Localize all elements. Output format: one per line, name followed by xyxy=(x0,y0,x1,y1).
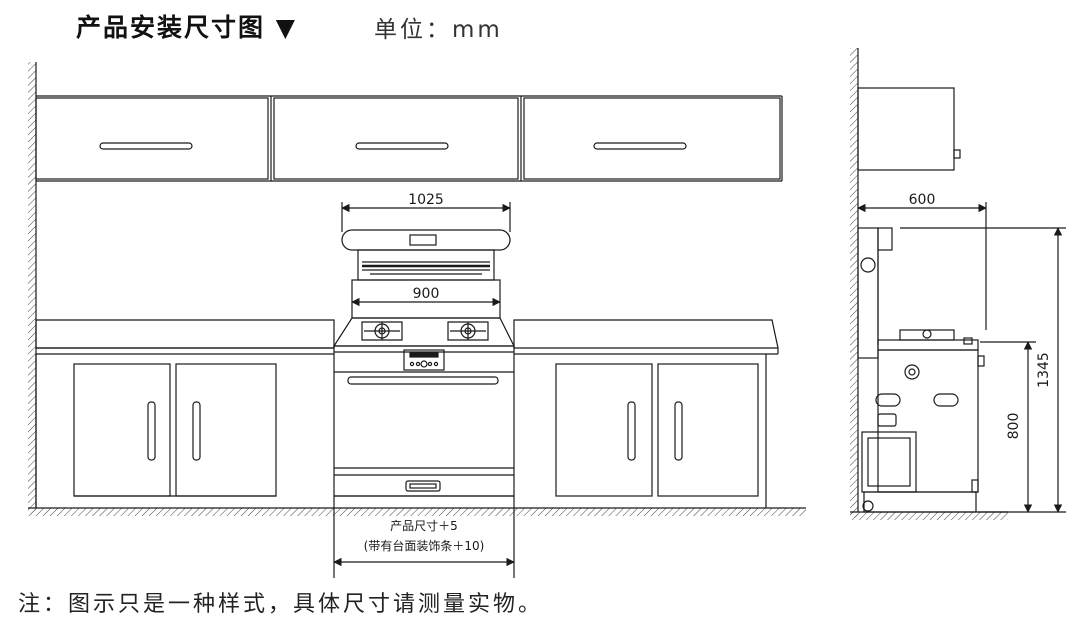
handle-lower-4 xyxy=(674,401,683,461)
hood-top xyxy=(341,229,511,251)
drawer-handle xyxy=(405,480,441,492)
handle-upper-1 xyxy=(99,142,193,150)
upper-cabinets xyxy=(35,95,783,182)
handle-upper-3 xyxy=(593,142,687,150)
dim-inner-width-label: 900 xyxy=(413,286,440,302)
handle-lower-1 xyxy=(147,401,156,461)
dim-counter-height-label: 800 xyxy=(1006,413,1022,440)
dim-total-height-label: 1345 xyxy=(1036,352,1052,388)
side-stove-profile xyxy=(857,227,985,513)
burner-left xyxy=(361,321,403,341)
burner-right xyxy=(447,321,489,341)
integrated-stove xyxy=(332,229,515,497)
lower-cabinets xyxy=(35,354,767,508)
floor xyxy=(28,508,806,516)
side-view xyxy=(850,48,1066,520)
oven-handle xyxy=(347,376,499,385)
dim-bottom-label-2: (带有台面装饰条＋10) xyxy=(364,538,485,553)
dim-depth-label: 600 xyxy=(909,192,936,208)
handle-upper-2 xyxy=(355,142,449,150)
footer-note: 注：图示只是一种样式，具体尺寸请测量实物。 xyxy=(18,592,544,617)
front-view xyxy=(28,62,806,578)
dim-bottom-label-1: 产品尺寸＋5 xyxy=(390,519,458,533)
control-panel xyxy=(403,349,445,371)
side-upper-cabinet xyxy=(857,87,955,171)
left-wall xyxy=(28,62,36,514)
countertop xyxy=(35,319,779,355)
dim-hood-width-label: 1025 xyxy=(408,192,444,208)
hood-display xyxy=(409,234,437,246)
unit-label: 单位：mm xyxy=(374,17,503,43)
side-wall xyxy=(850,48,858,518)
handle-lower-3 xyxy=(627,401,636,461)
dim-hood-width-lines xyxy=(341,202,511,232)
side-floor xyxy=(850,512,1008,520)
dim-bottom-lines xyxy=(333,496,515,578)
page-title: 产品安装尺寸图 ▼ xyxy=(76,13,297,42)
side-box xyxy=(861,431,917,493)
handle-lower-2 xyxy=(192,401,201,461)
